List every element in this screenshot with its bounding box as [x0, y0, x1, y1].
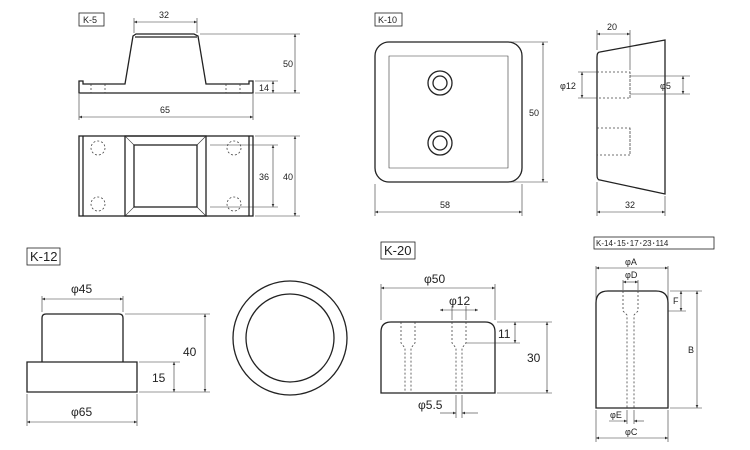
k20-dim-height: 30: [527, 351, 541, 365]
k12-dim-base-height: 15: [152, 371, 166, 385]
k20-label: K-20: [384, 243, 411, 258]
k20-dim-dia: φ50: [424, 272, 445, 286]
k20-dim-bore-dia: φ5.5: [418, 398, 443, 412]
k5-label-box: [78, 12, 105, 27]
k14-dim-a: φA: [625, 257, 637, 267]
k10-side-view: [596, 39, 666, 195]
k5-drawing: K-5 32 50 14 65 36 40: [78, 10, 300, 217]
k14-dim-c: φC: [625, 427, 638, 437]
k5-side-view: [78, 33, 254, 94]
k14-label-box: [593, 236, 715, 250]
k12-dim-base-dia: φ65: [71, 405, 92, 419]
k12-label: K-12: [30, 249, 57, 264]
k20-dim-hole-depth: 11: [498, 327, 511, 341]
k20-dim-hole-dia: φ12: [449, 294, 470, 308]
k10-label-box: [374, 12, 403, 27]
k12-label-box: [26, 247, 61, 266]
k14-dim-e: φE: [610, 410, 622, 420]
k14-dim-f: F: [673, 296, 679, 306]
k14-dim-d: φD: [625, 270, 638, 280]
k14-side-view: [595, 290, 669, 409]
k14-label: K-14･15･17･23･114: [596, 239, 669, 248]
k5-dim-inner: 36: [259, 172, 269, 182]
k5-dim-height: 50: [283, 59, 293, 69]
k10-dim-top: 20: [607, 22, 617, 32]
k10-dim-height: 50: [529, 108, 539, 118]
k10-dim-hole-outer: φ12: [560, 81, 576, 91]
k5-dim-base-height: 14: [259, 83, 269, 93]
k20-label-box: [380, 241, 416, 260]
k14-dim-b: B: [688, 345, 694, 355]
k12-dim-top-dia: φ45: [71, 282, 92, 296]
k10-dim-depth: 32: [625, 200, 635, 210]
k10-dim-width: 58: [440, 200, 450, 210]
k5-dim-width: 40: [283, 172, 293, 182]
k10-drawing: K-10 50 58 20 φ12 φ5 32: [374, 12, 690, 216]
k10-front-view: [374, 41, 523, 183]
k20-drawing: K-20 φ50 φ12 11 30 φ5.5: [380, 241, 552, 418]
k5-dim-length: 65: [160, 105, 170, 115]
k10-dim-hole-inner: φ5: [660, 81, 671, 91]
k14-drawing: K-14･15･17･23･114 φA φD F B φE φC: [593, 236, 715, 442]
k12-drawing: K-12 φ45 40 15 φ65: [26, 247, 348, 426]
k20-side-view: [380, 321, 496, 394]
k5-dim-top-width: 32: [159, 10, 169, 20]
k12-side-view: [26, 313, 138, 393]
k10-label: K-10: [378, 15, 397, 25]
k12-top-view: [232, 280, 348, 396]
k12-dim-height: 40: [183, 345, 197, 359]
k5-label: K-5: [83, 15, 97, 25]
